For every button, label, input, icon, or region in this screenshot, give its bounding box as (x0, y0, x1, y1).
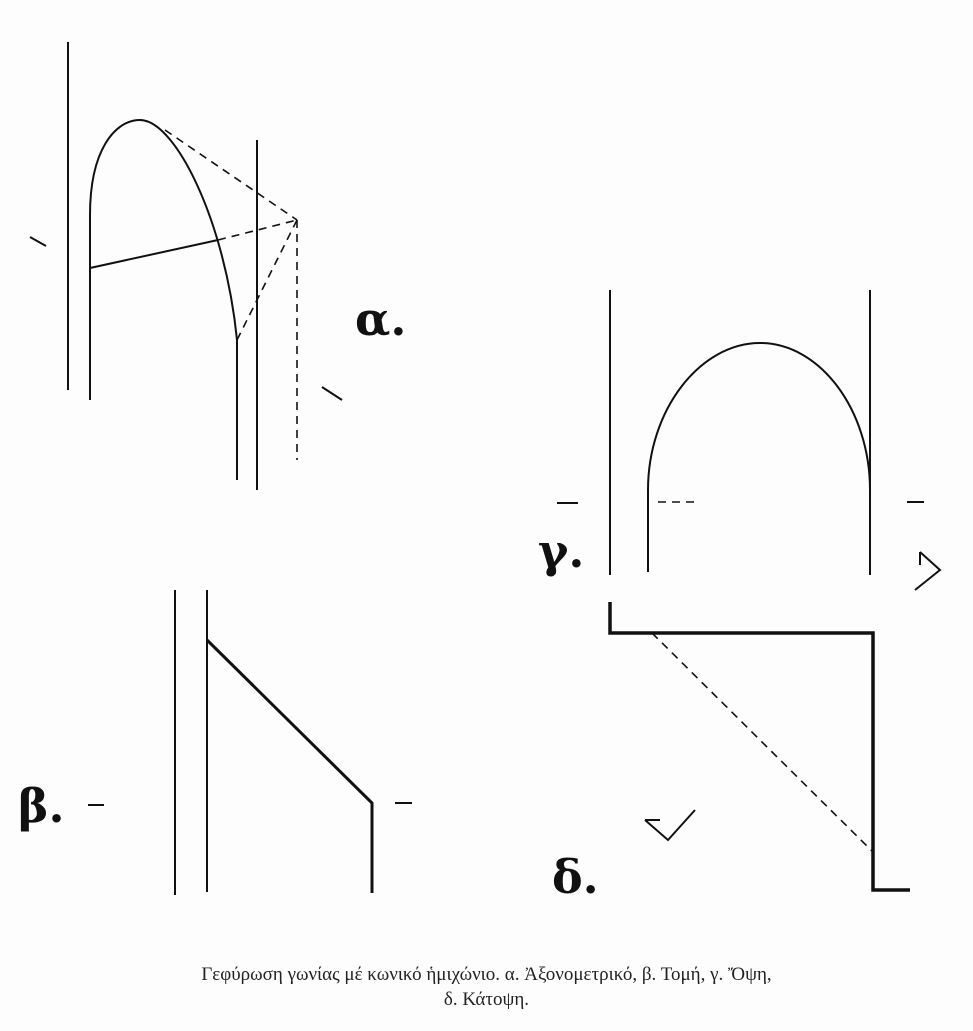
caption-line-1: Γεφύρωση γωνίας μέ κωνικό ἡμιχώνιο. α. Ἀ… (201, 964, 772, 985)
caption-line-2: δ. Κάτοψη. (443, 989, 530, 1010)
label-beta: β. (18, 779, 65, 833)
label-gamma: γ. (538, 524, 584, 578)
plan-view (608, 602, 910, 892)
figure-caption: Γεφύρωση γωνίας μέ κωνικό ἡμιχώνιο. α. Ἀ… (0, 962, 973, 1012)
axonometric-view (29, 42, 343, 490)
section-view (88, 590, 412, 895)
elevation-view (557, 290, 942, 591)
label-alpha: α. (355, 292, 406, 346)
label-delta: δ. (552, 850, 599, 904)
